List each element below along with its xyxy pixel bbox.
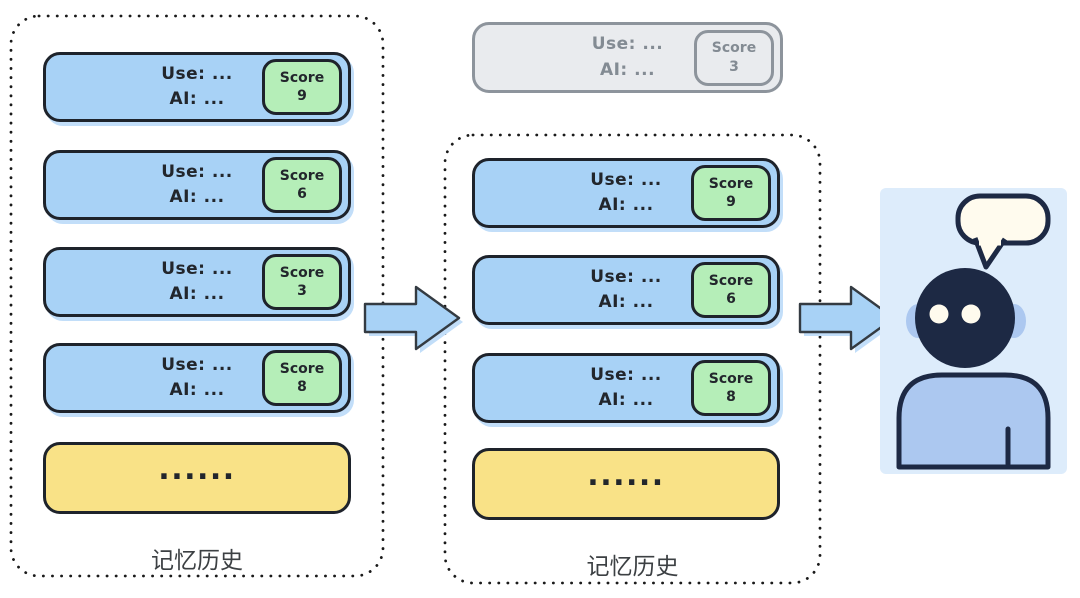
user-line: Use: ... [161, 161, 233, 182]
flow-arrow-icon [798, 285, 898, 353]
ai-line: AI: ... [598, 195, 654, 215]
score-label: Score [711, 40, 757, 57]
score-label: Score [279, 69, 325, 86]
ai-line: AI: ... [599, 59, 656, 80]
user-line: Use: ... [591, 34, 664, 54]
panel-title: 记忆历史 [586, 553, 679, 579]
ai-line: AI: ... [598, 292, 654, 312]
memory-history-panel-before: Use: ... AI: ... Score 9 Use: ... AI: ..… [9, 14, 385, 578]
ai-line: AI: ... [169, 284, 225, 304]
user-line: Use: ... [161, 63, 233, 84]
score-badge: Score 8 [691, 360, 771, 416]
score-value: 3 [297, 283, 307, 299]
dialog-text: Use: ... AI: ... [475, 258, 777, 322]
memory-card: Use: ... AI: ... Score 9 [43, 52, 351, 122]
user-line: Use: ... [590, 266, 662, 287]
ellipsis-text: ...... [158, 452, 236, 487]
memory-card: Use: ... AI: ... Score 8 [43, 343, 351, 413]
flow-arrow-icon [363, 285, 463, 353]
memory-card: Use: ... AI: ... Score 6 [472, 255, 780, 325]
score-badge: Score 6 [262, 157, 342, 213]
score-value: 9 [726, 194, 736, 210]
speech-bubble-icon [955, 193, 1051, 270]
memory-card: Use: ... AI: ... Score 6 [43, 150, 351, 220]
user-line: Use: ... [590, 169, 662, 190]
user-line: Use: ... [590, 364, 662, 385]
score-value: 8 [297, 379, 307, 395]
ellipsis-text: ...... [587, 458, 665, 493]
ai-line: AI: ... [169, 187, 225, 207]
score-value: 6 [297, 186, 307, 202]
score-badge: Score 8 [262, 350, 342, 406]
score-badge: Score 6 [691, 262, 771, 318]
dialog-text: Use: ... AI: ... [475, 356, 777, 420]
dialog-text: Use: ... AI: ... [46, 153, 348, 217]
score-label: Score [708, 272, 754, 289]
right-eye [961, 304, 981, 324]
score-label: Score [279, 167, 325, 184]
ai-agent-avatar [880, 188, 1067, 474]
dialog-text: Use: ... AI: ... [46, 346, 348, 410]
panel-title: 记忆历史 [151, 547, 243, 573]
robot-head-icon [906, 268, 1026, 368]
score-value: 8 [726, 389, 736, 405]
ai-line: AI: ... [598, 390, 654, 410]
user-line: Use: ... [161, 354, 233, 375]
memory-card: Use: ... AI: ... Score 3 [43, 247, 351, 317]
score-badge: Score 9 [262, 59, 342, 115]
memory-card: Use: ... AI: ... Score 9 [472, 158, 780, 228]
dialog-text: Use: ... AI: ... [475, 25, 780, 90]
score-badge: Score 3 [694, 29, 774, 86]
more-memories-card: ...... [472, 448, 780, 520]
discarded-memory-card: Use: ... AI: ... Score 3 [472, 22, 783, 93]
dialog-text: Use: ... AI: ... [46, 55, 348, 119]
ai-line: AI: ... [169, 89, 225, 109]
score-label: Score [708, 370, 754, 387]
memory-card: Use: ... AI: ... Score 8 [472, 353, 780, 423]
robot-body-icon [896, 372, 1051, 470]
dialog-text: Use: ... AI: ... [475, 161, 777, 225]
score-label: Score [279, 264, 325, 281]
left-eye [929, 304, 949, 324]
score-label: Score [708, 175, 754, 192]
more-memories-card: ...... [43, 442, 351, 514]
score-badge: Score 9 [691, 165, 771, 221]
score-value: 9 [297, 88, 307, 104]
user-line: Use: ... [161, 258, 233, 279]
dialog-text: Use: ... AI: ... [46, 250, 348, 314]
score-badge: Score 3 [262, 254, 342, 310]
score-value: 3 [729, 58, 739, 75]
score-value: 6 [726, 291, 736, 307]
ai-line: AI: ... [169, 380, 225, 400]
score-label: Score [279, 360, 325, 377]
memory-history-panel-after: Use: ... AI: ... Score 9 Use: ... AI: ..… [443, 133, 822, 585]
